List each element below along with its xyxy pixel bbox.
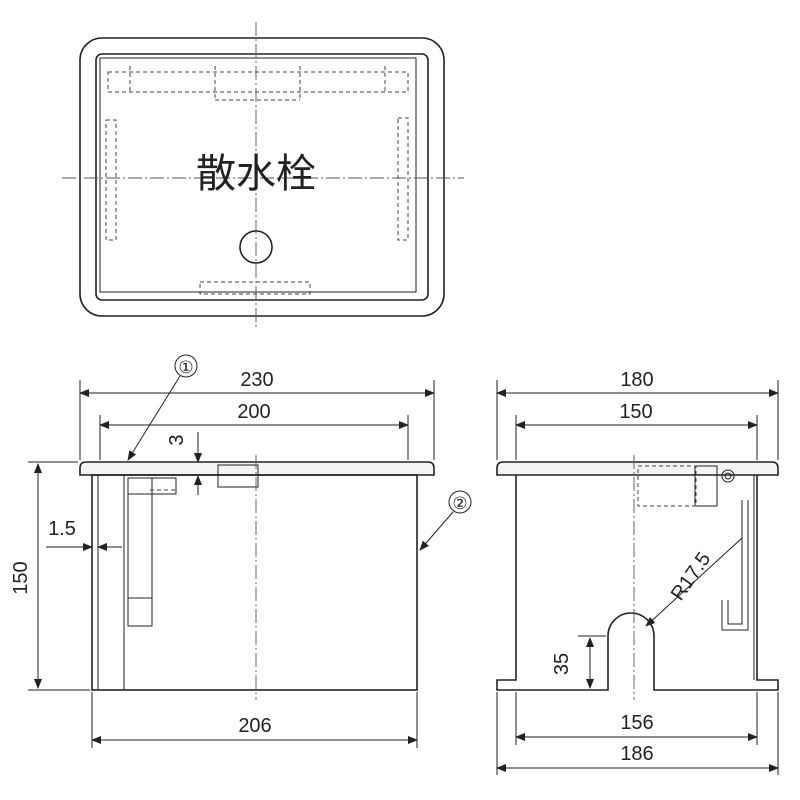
side-view: 180 150 R17.5 35 156 186 [496,369,779,775]
plan-lid [99,57,417,293]
side-body [496,475,779,691]
dim-side-flange-width: 186 [620,743,653,765]
dim-front-inner-width: 200 [237,401,270,423]
side-lid [496,461,779,476]
dim-front-wall: 1.5 [48,518,76,540]
front-bracket [127,477,153,627]
dim-side-body-width: 156 [620,712,653,734]
side-mechanism [694,465,718,507]
plan-inner-frame [95,53,429,301]
plan-hidden-top-channel [107,71,409,93]
callout-2 [448,490,472,514]
dim-side-inner-width: 150 [619,401,652,423]
dim-front-height: 150 [10,561,32,594]
plan-hidden-right-rail [397,117,409,241]
front-body [91,474,418,691]
plan-hidden-bottom-slot [199,281,311,295]
dim-front-overall-width: 230 [240,369,273,391]
dim-side-notch-height: 35 [551,653,573,675]
dim-front-lid-thickness: 3 [166,434,188,445]
svg-text:②: ② [452,494,467,513]
plan-hidden-left-rail [105,119,117,241]
plan-view: 散水栓 [62,22,464,330]
dim-side-radius: R17.5 [667,548,716,604]
side-hook [721,500,749,631]
plan-label: 散水栓 [196,151,316,197]
svg-text:①: ① [178,358,193,377]
dim-side-overall-width: 180 [620,369,653,391]
front-lid [79,461,435,476]
front-view: 230 200 3 150 1.5 206 ① ② [10,354,472,748]
callout-1 [174,354,198,378]
dim-front-body-width: 206 [238,715,271,737]
